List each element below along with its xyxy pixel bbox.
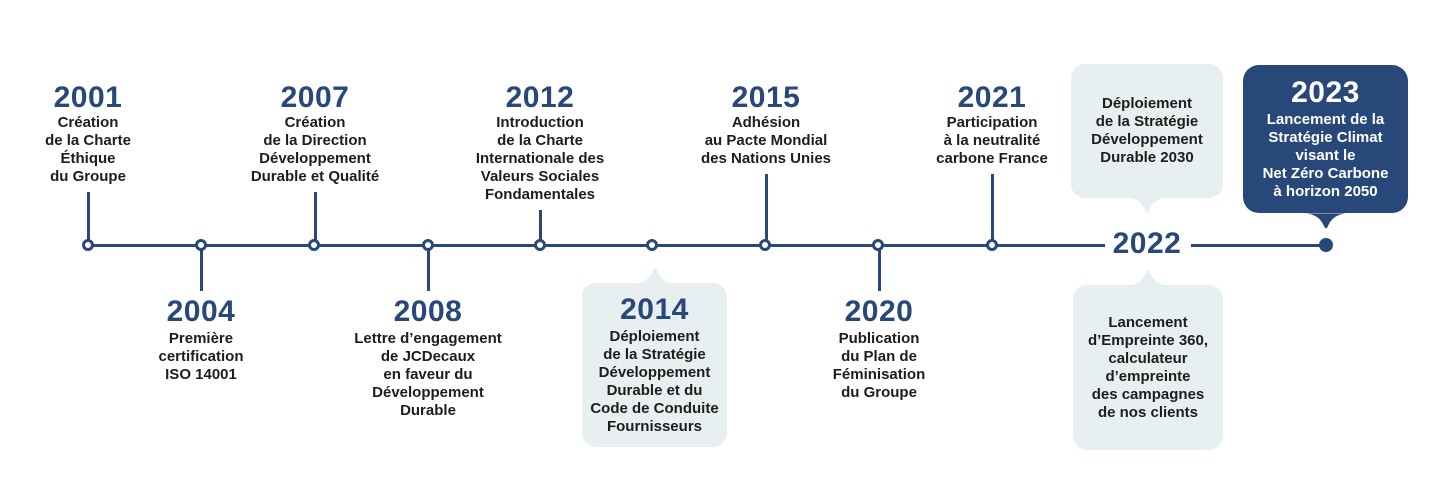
callout-2014: 2014 Déploiement de la Stratégie Dévelop…: [582, 268, 727, 447]
callout-2022-top: Déploiement de la Stratégie Développemen…: [1071, 64, 1223, 213]
event-description: Introduction de la Charte Internationale…: [475, 114, 605, 203]
timeline-node-2007: [308, 239, 320, 251]
event-year: 2020: [844, 295, 914, 328]
event-description: Déploiement de la Stratégie Développemen…: [590, 328, 719, 435]
connector-stem: [426, 247, 430, 291]
connector-stem: [990, 174, 994, 244]
event-year: 2023: [1291, 76, 1360, 109]
event-description: Participation à la neutralité carbone Fr…: [936, 114, 1048, 167]
event-description: Création de la Direction Développement D…: [250, 114, 380, 185]
timeline-line-left: [86, 243, 1105, 247]
callout-tail-icon: [1126, 197, 1168, 213]
event-2012: 2012 Introduction de la Charte Internati…: [445, 82, 635, 244]
event-2015: 2015 Adhésion au Pacte Mondial des Natio…: [671, 82, 861, 244]
event-year: 2015: [731, 81, 801, 114]
event-description: Adhésion au Pacte Mondial des Nations Un…: [700, 114, 832, 167]
callout-2023: 2023 Lancement de la Stratégie Climat vi…: [1243, 65, 1408, 229]
callout-tail-icon: [1305, 213, 1346, 229]
timeline-node-2021: [986, 239, 998, 251]
connector-stem: [199, 247, 203, 291]
event-description: Création de la Charte Éthique du Groupe: [45, 114, 131, 185]
event-description: Déploiement de la Stratégie Développemen…: [1091, 95, 1203, 166]
event-2001: 2001 Création de la Charte Éthique du Gr…: [0, 82, 183, 244]
timeline-node-2001: [82, 239, 94, 251]
timeline-node-2015: [759, 239, 771, 251]
event-2007: 2007 Création de la Direction Développem…: [220, 82, 410, 244]
event-year: 2012: [505, 81, 575, 114]
callout-tail-icon: [633, 268, 676, 284]
event-2004: 2004 Première certification ISO 14001: [106, 247, 296, 384]
timeline-line-right: [1191, 243, 1327, 247]
connector-stem: [313, 192, 317, 244]
event-2022-year: 2022: [1097, 228, 1197, 260]
event-description: Publication du Plan de Féminisation du G…: [832, 330, 926, 401]
timeline-node-2008: [422, 239, 434, 251]
connector-stem: [538, 210, 542, 244]
timeline-node-2014: [646, 239, 658, 251]
event-year: 2001: [53, 81, 123, 114]
event-year: 2021: [957, 81, 1027, 114]
callout-2022-bottom: Lancement d’Empreinte 360, calculateur d…: [1073, 270, 1223, 450]
event-2020: 2020 Publication du Plan de Féminisation…: [784, 247, 974, 402]
timeline-node-2020: [872, 239, 884, 251]
timeline-node-2004: [195, 239, 207, 251]
event-description: Lettre d’engagement de JCDecaux en faveu…: [354, 330, 502, 419]
connector-stem: [764, 174, 768, 244]
event-description: Lancement d’Empreinte 360, calculateur d…: [1087, 313, 1209, 421]
event-description: Première certification ISO 14001: [158, 330, 244, 383]
connector-stem: [877, 247, 881, 291]
event-year: 2022: [1112, 227, 1182, 260]
event-year: 2004: [166, 295, 236, 328]
callout-tail-icon: [1127, 270, 1169, 286]
event-2021: 2021 Participation à la neutralité carbo…: [897, 82, 1087, 244]
event-year: 2014: [620, 293, 689, 326]
event-description: Lancement de la Stratégie Climat visant …: [1262, 111, 1389, 200]
event-year: 2008: [393, 295, 463, 328]
event-2008: 2008 Lettre d’engagement de JCDecaux en …: [333, 247, 523, 420]
timeline-end-dot: [1319, 238, 1333, 252]
connector-stem: [86, 192, 90, 244]
timeline-node-2012: [534, 239, 546, 251]
event-year: 2007: [280, 81, 350, 114]
